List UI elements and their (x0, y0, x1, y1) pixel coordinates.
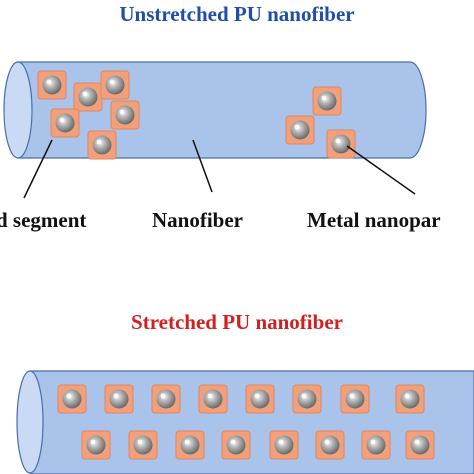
nanoparticle (285, 115, 315, 145)
nanoparticle (405, 430, 435, 460)
fiber-end-cap (3, 61, 33, 159)
nanoparticle (395, 384, 425, 414)
nanoparticle (110, 100, 140, 130)
nanoparticle (361, 430, 391, 460)
label-hard-segment: d segment (0, 208, 86, 232)
nanoparticle (81, 430, 111, 460)
nanoparticle (245, 384, 275, 414)
nanoparticle (292, 384, 322, 414)
pointer-hard-segment (23, 139, 53, 199)
nanoparticle (128, 430, 158, 460)
nanoparticle (269, 430, 299, 460)
title-stretched: Stretched PU nanofiber (131, 310, 343, 334)
nanoparticle (151, 384, 181, 414)
nanoparticle (312, 86, 342, 116)
pointer-metal-nanoparticle (346, 145, 416, 195)
nanoparticle (57, 384, 87, 414)
nanoparticle (315, 430, 345, 460)
pointer-nanofiber (192, 139, 213, 193)
label-nanofiber: Nanofiber (152, 208, 243, 232)
nanoparticle (221, 430, 251, 460)
nanoparticle (198, 384, 228, 414)
nanoparticle (87, 130, 117, 160)
fiber-end-cap (16, 370, 44, 474)
nanoparticle (326, 129, 356, 159)
label-metal-nanoparticle: Metal nanopar (307, 208, 441, 232)
nanoparticle (175, 430, 205, 460)
nanoparticle (50, 108, 80, 138)
title-unstretched: Unstretched PU nanofiber (119, 2, 354, 26)
nanoparticle (73, 82, 103, 112)
nanoparticle (340, 384, 370, 414)
nanoparticle (100, 70, 130, 100)
nanoparticle (104, 384, 134, 414)
nanoparticle (37, 70, 67, 100)
